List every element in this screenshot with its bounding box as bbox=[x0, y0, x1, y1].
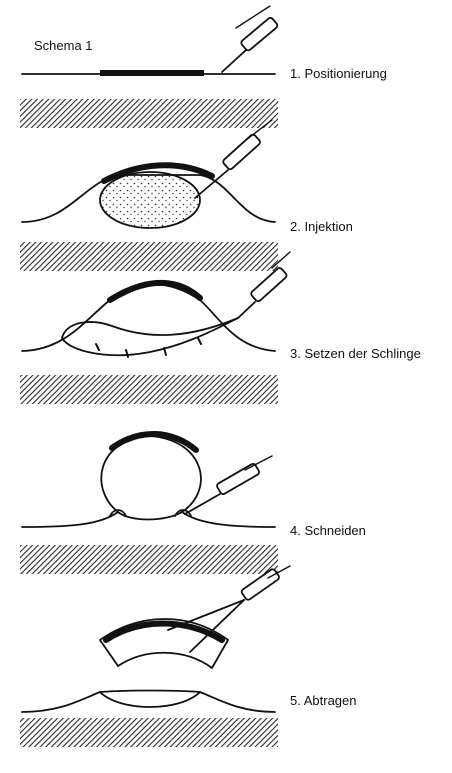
step-4-illustration bbox=[20, 434, 278, 574]
tissue-layer-4 bbox=[20, 545, 278, 574]
step-label-3: 3. Setzen der Schlinge bbox=[290, 346, 421, 362]
step-2-illustration bbox=[20, 120, 278, 271]
tissue-layer-1 bbox=[20, 99, 278, 128]
step-5-illustration bbox=[20, 566, 290, 747]
tissue-layer-3 bbox=[20, 375, 278, 404]
step-1-illustration bbox=[20, 6, 278, 128]
step-label-4: 4. Schneiden bbox=[290, 523, 366, 539]
tissue-layer-2 bbox=[20, 242, 278, 271]
step-label-2: 2. Injektion bbox=[290, 219, 353, 235]
tissue-layer-5 bbox=[20, 718, 278, 747]
step-3-illustration bbox=[20, 252, 290, 404]
step-label-1: 1. Positionierung bbox=[290, 66, 387, 82]
step-label-5: 5. Abtragen bbox=[290, 693, 357, 709]
